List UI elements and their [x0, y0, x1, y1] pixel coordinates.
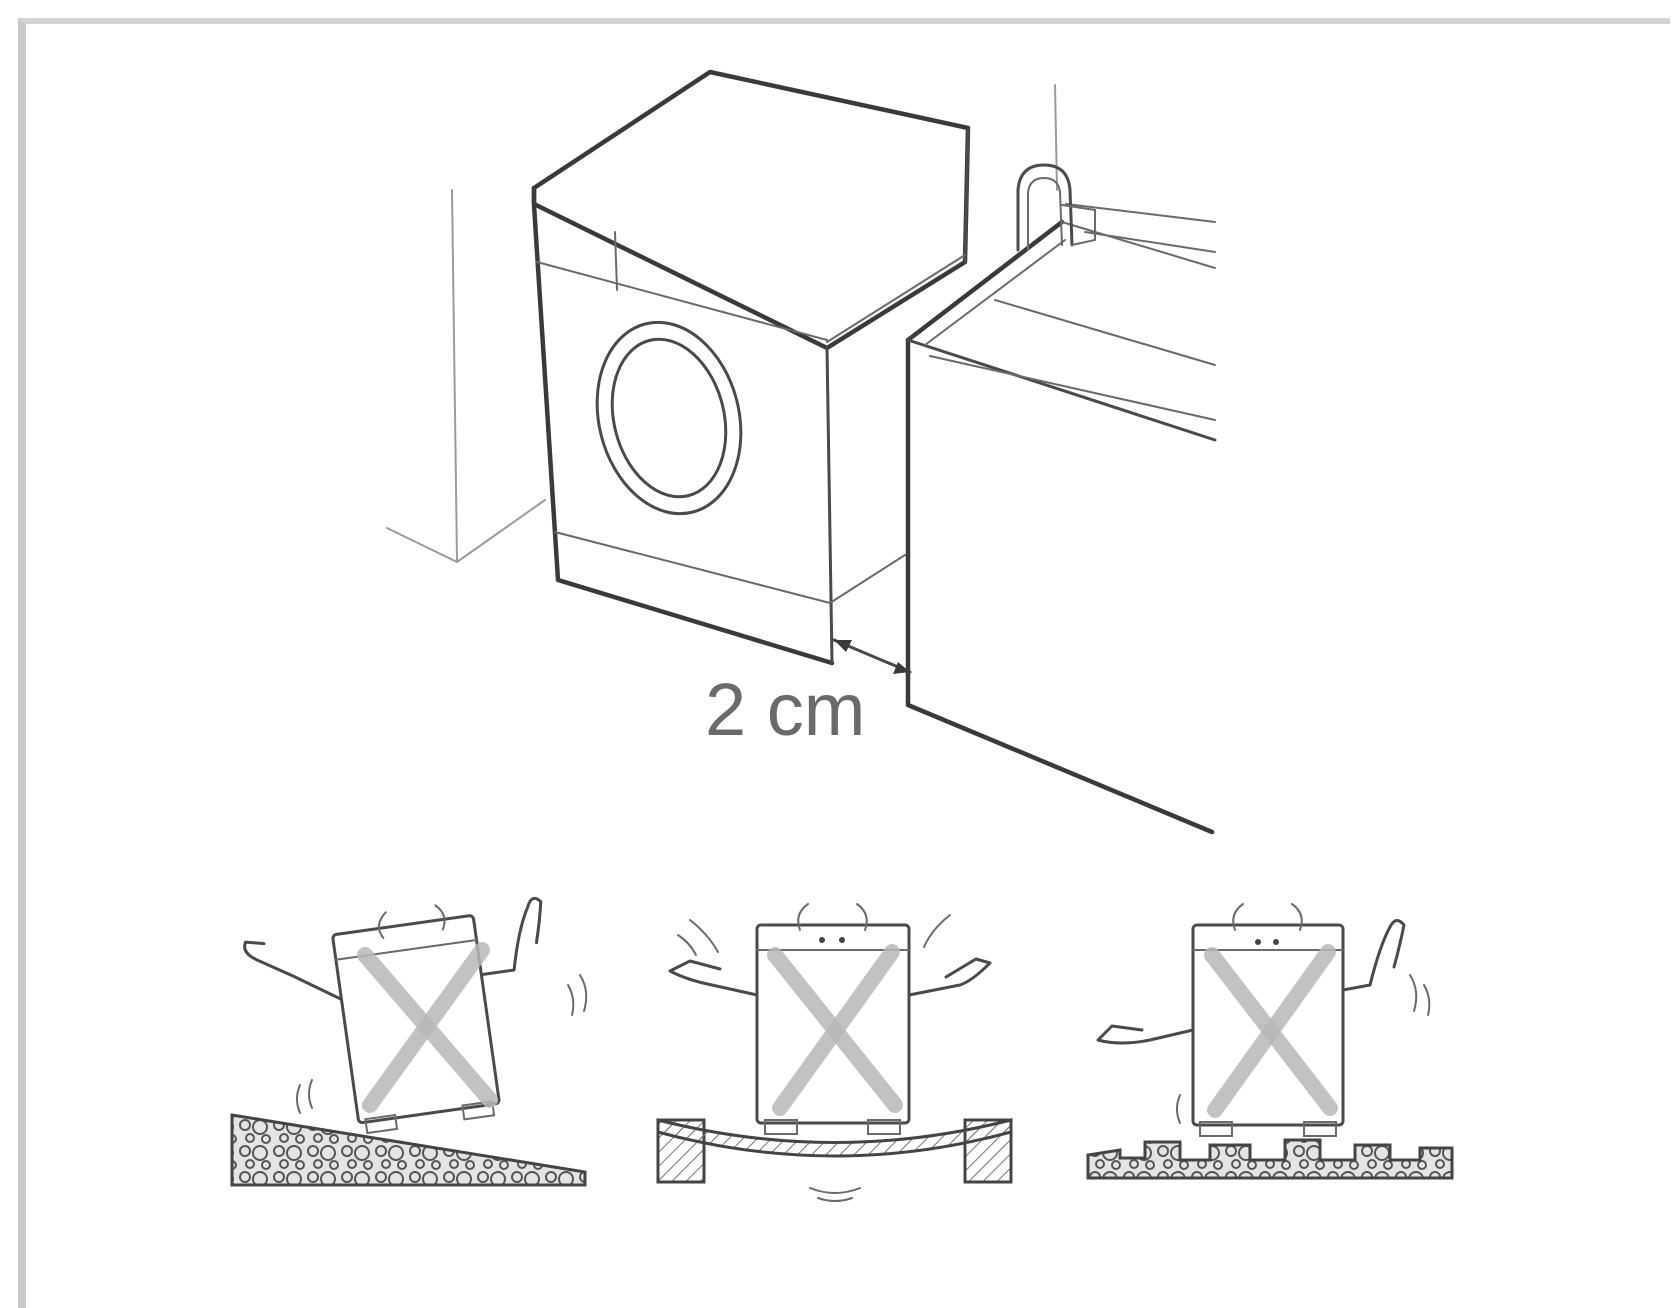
- gap-label: 2 cm: [705, 668, 865, 751]
- washing-machine: [531, 69, 971, 666]
- main-scene: 2 cm: [386, 69, 1217, 835]
- wobbling-machine: [1096, 903, 1406, 1137]
- figure-frame: [18, 18, 1670, 1308]
- tilted-machine: [243, 896, 543, 1135]
- warning-uneven-slope: [230, 896, 588, 1187]
- wall-corner: [386, 84, 1058, 563]
- kitchen-cabinet: [905, 163, 1217, 835]
- gap-dimension: 2 cm: [705, 638, 912, 751]
- warning-bumpy-floor: [1086, 903, 1454, 1180]
- warning-sagging-floor: [656, 903, 1013, 1202]
